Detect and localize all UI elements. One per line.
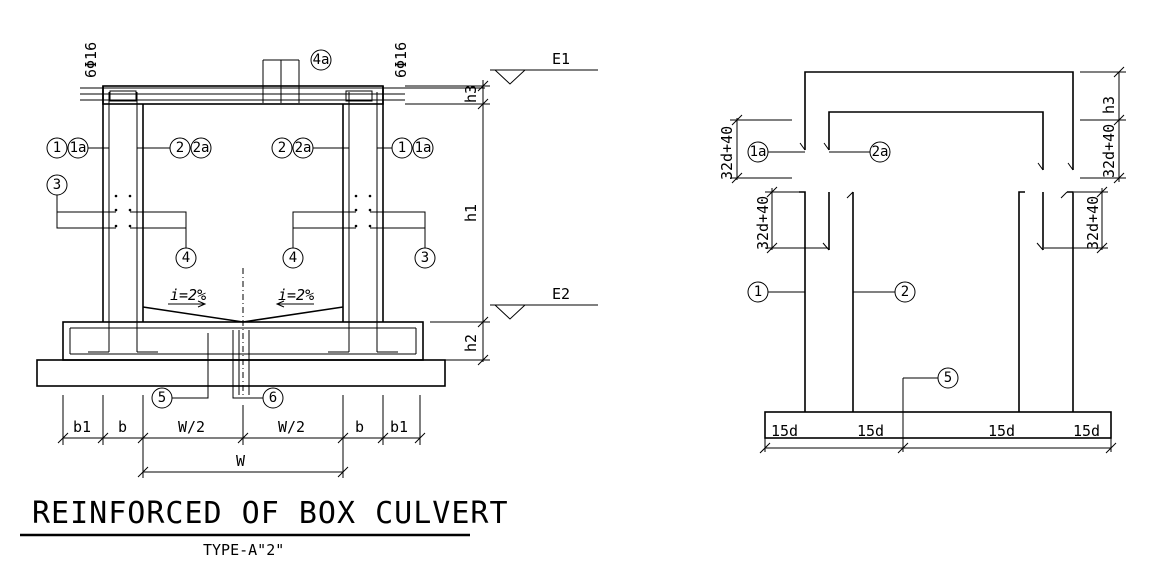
rs-mark-1a: 1a (750, 144, 767, 160)
dim-h2: h2 (462, 334, 480, 352)
dim-w-half-right: W/2 (278, 418, 305, 436)
rs-dim-32d40-3: 32d+40 (1100, 124, 1118, 178)
mark-5-left: 5 (158, 390, 166, 406)
dim-h3-left: h3 (462, 85, 480, 103)
mark-2-right: 2 (278, 140, 286, 156)
mark-1a-left: 1a (70, 140, 87, 156)
mark-4-left: 4 (182, 250, 190, 266)
mark-4a: 4a (313, 52, 330, 68)
elevation-e2: E2 (552, 285, 570, 303)
rs-dim-32d40-4: 32d+40 (1084, 196, 1102, 250)
dim-b-left: b (118, 418, 127, 436)
slope-label-left: i=2% (170, 286, 206, 304)
rebar-spec-right: 6Φ16 (392, 42, 410, 78)
rebar-shapes-view: 15d 15d 15d 15d 1a 2a 1 2 5 32d+40 32d+4… (718, 66, 1126, 454)
dim-15d-1: 15d (771, 422, 798, 440)
mark-3-left: 3 (53, 177, 61, 193)
dim-w-half-left: W/2 (178, 418, 205, 436)
dim-w: W (236, 452, 246, 470)
mark-4-right: 4 (289, 250, 297, 266)
dim-15d-3: 15d (988, 422, 1015, 440)
dim-15d-4: 15d (1073, 422, 1100, 440)
rebar-spec-left: 6Φ16 (82, 42, 100, 78)
rs-dim-h3: h3 (1100, 96, 1118, 114)
rs-dim-32d40-2: 32d+40 (754, 196, 772, 250)
rs-dim-32d40-1: 32d+40 (718, 126, 736, 180)
mark-2a-right: 2a (295, 140, 312, 156)
cross-section-view: 6Φ16 6Φ16 4a 1 1a 2 2a 2 2a 1 1a 3 4 (36, 42, 598, 478)
dim-b-right: b (355, 418, 364, 436)
mark-2-left: 2 (176, 140, 184, 156)
rs-mark-5: 5 (944, 370, 952, 386)
drawing-subtitle: TYPE-A"2" (203, 541, 284, 559)
elevation-e1: E1 (552, 50, 570, 68)
rs-mark-1: 1 (754, 284, 762, 300)
dim-h1: h1 (462, 204, 480, 222)
dim-b1-right: b1 (390, 418, 408, 436)
rs-mark-2a: 2a (872, 144, 889, 160)
slope-label-right: i=2% (278, 286, 314, 304)
mark-1-left: 1 (53, 140, 61, 156)
mark-3-right: 3 (421, 250, 429, 266)
mark-2a-left: 2a (193, 140, 210, 156)
drawing-title: REINFORCED OF BOX CULVERT (32, 496, 509, 531)
mark-1a-right: 1a (415, 140, 432, 156)
dim-b1-left: b1 (73, 418, 91, 436)
mark-1-right: 1 (398, 140, 406, 156)
dim-15d-2: 15d (857, 422, 884, 440)
mark-6: 6 (269, 390, 277, 406)
rs-mark-2: 2 (901, 284, 909, 300)
